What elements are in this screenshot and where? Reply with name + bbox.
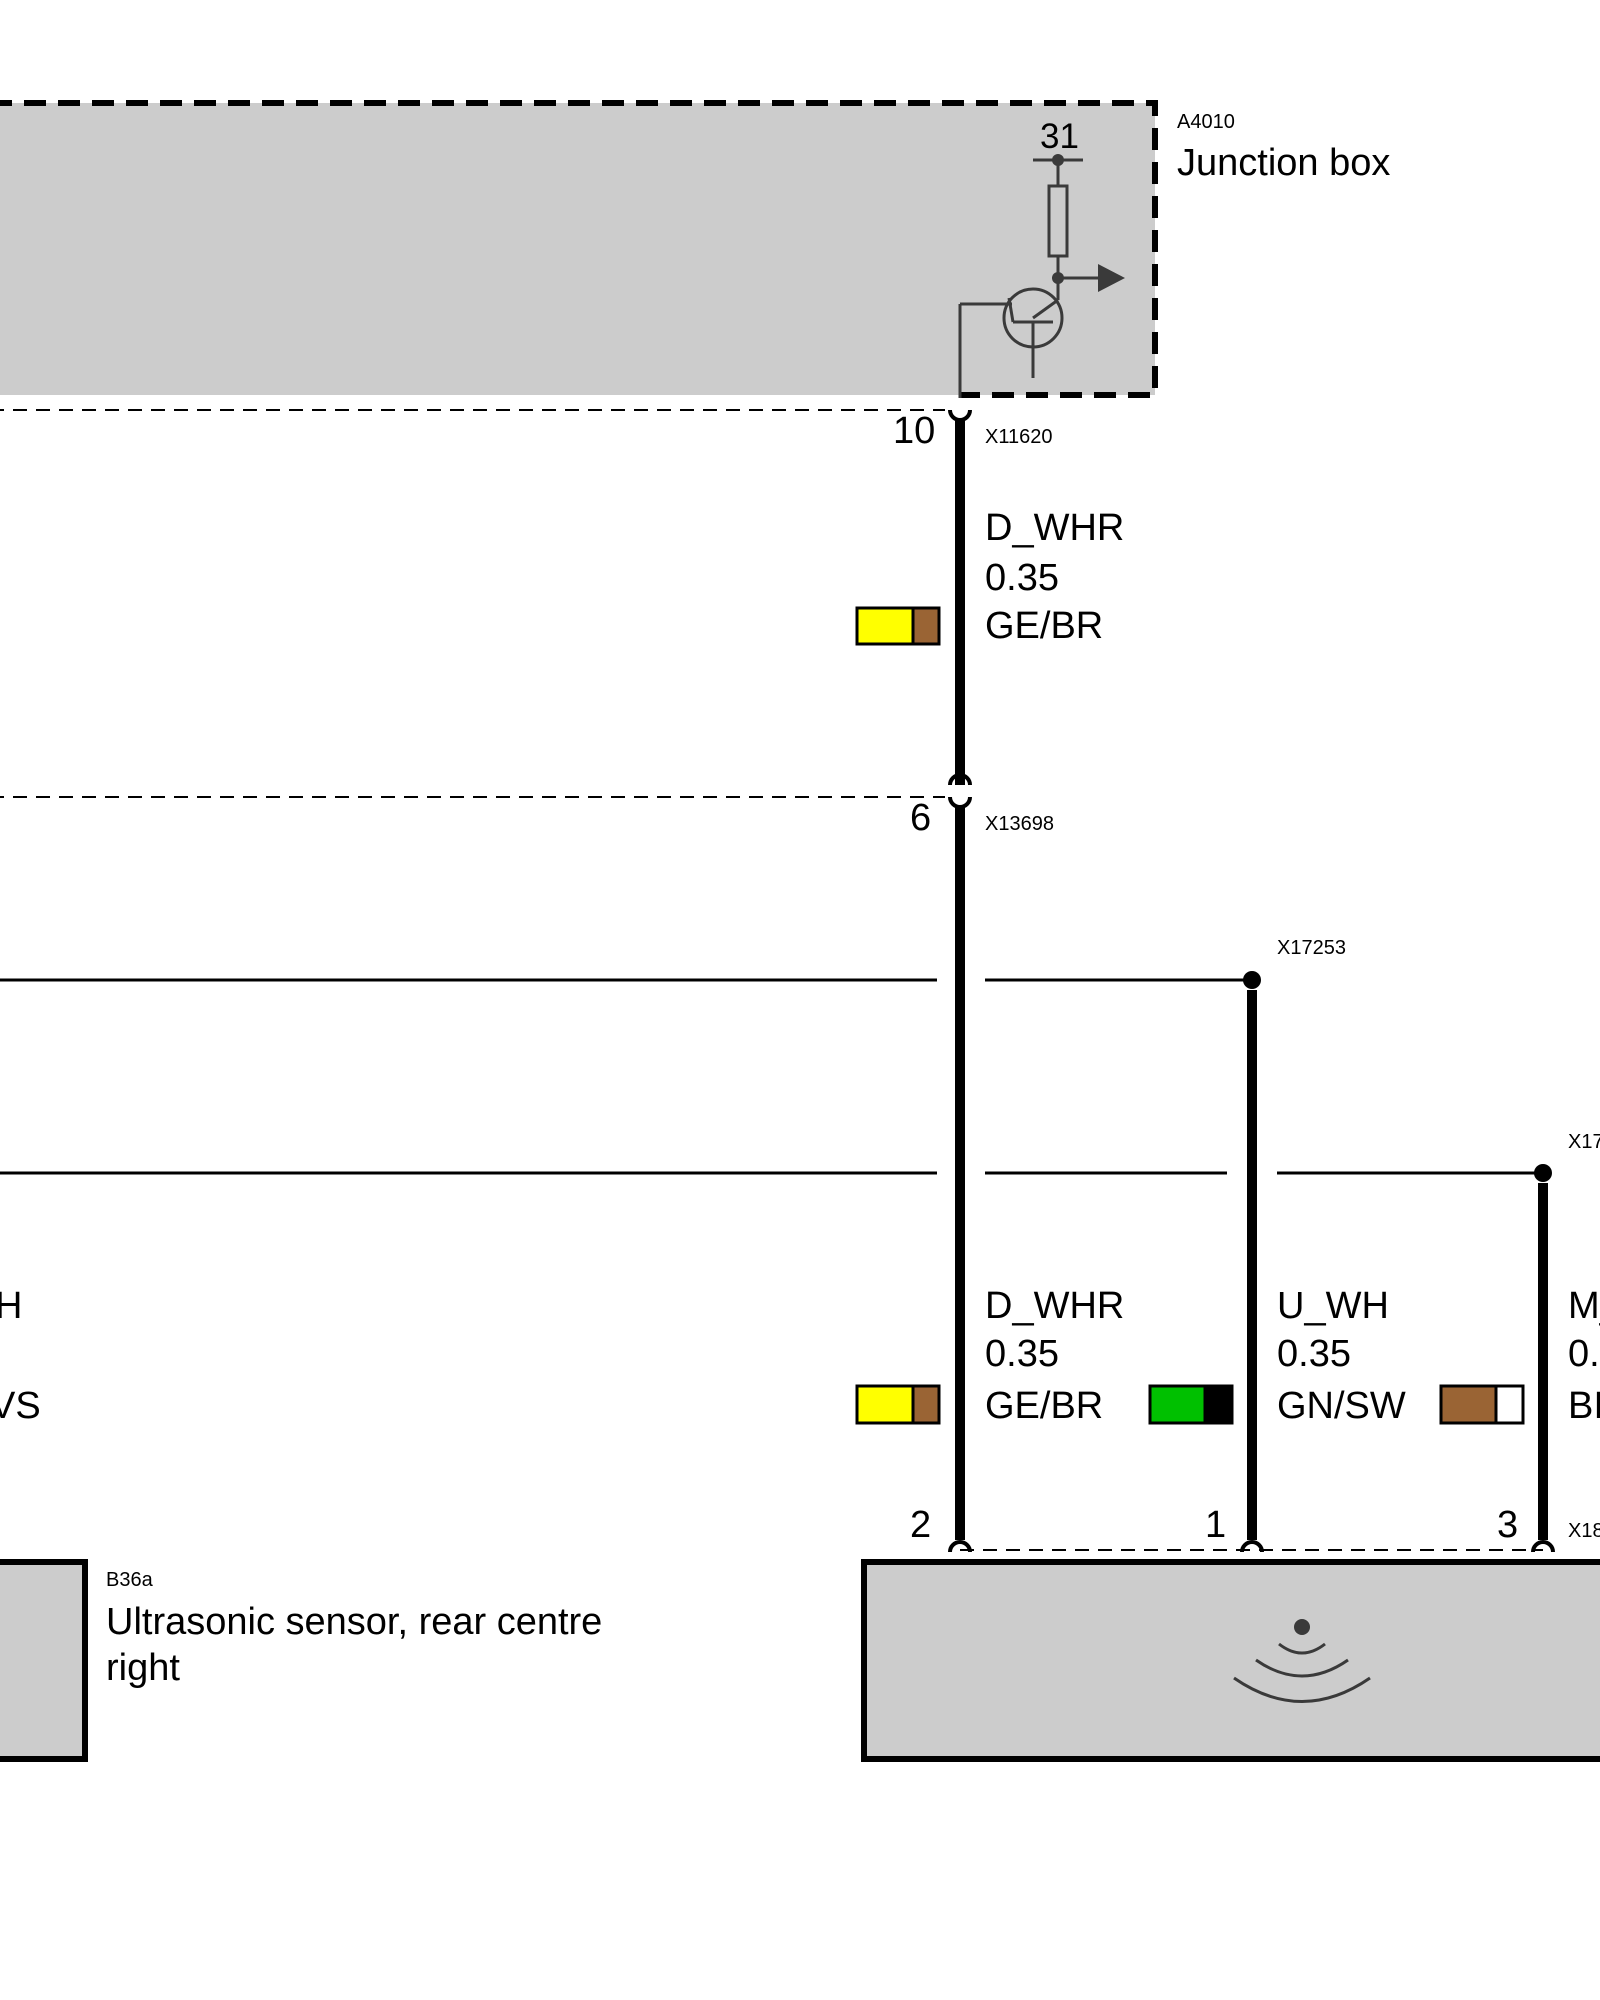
ground-node: [1052, 154, 1064, 166]
junction-node: [1052, 272, 1064, 284]
wire-lower-right-color-swatch: [1439, 1384, 1525, 1425]
pin-2-label: 2: [910, 1504, 931, 1546]
splice-x17253-id: X17253: [1277, 937, 1346, 959]
wire-lower-right-signal: M_: [1568, 1285, 1600, 1327]
wire-lower-left-color: GE/BR: [985, 1385, 1103, 1427]
wire-upper-color: GE/BR: [985, 605, 1103, 647]
wire-lower-mid-size: 0.35: [1277, 1333, 1351, 1375]
wire-upper-color-swatch: [855, 606, 941, 646]
connector-x13698-top: [948, 773, 972, 786]
connector-x18-pin-3: [1531, 1540, 1555, 1553]
pin-1-label: 1: [1205, 1504, 1226, 1546]
connector-x18-pin-2: [948, 1540, 972, 1553]
wire-lower-right-color: BI: [1568, 1385, 1600, 1427]
connector-x13698-id: X13698: [985, 813, 1054, 835]
sensor-id: B36a: [106, 1569, 154, 1591]
wire-lower-mid-color-swatch: [1148, 1384, 1234, 1425]
pin-10-label: 10: [893, 410, 935, 452]
ultrasonic-sensor-box: [861, 1559, 1600, 1762]
ultrasonic-wave-icon: [1233, 1619, 1371, 1703]
wire-lower-right-size: 0.: [1568, 1333, 1600, 1375]
wire-lower-left-signal: D_WHR: [985, 1285, 1124, 1327]
wire-left-partial-signal: H: [0, 1285, 22, 1327]
connector-x18-pin-1: [1240, 1540, 1264, 1553]
ground-label: 31: [1040, 117, 1079, 156]
sensor-name-line2: right: [106, 1647, 180, 1689]
splice-x17: [1534, 1164, 1552, 1182]
wire-left-partial-color: VS: [0, 1385, 41, 1427]
junction-box-border: [0, 100, 1158, 398]
splice-x17-id: X17: [1568, 1131, 1600, 1153]
junction-box-name: Junction box: [1177, 142, 1390, 184]
left-component-box: [0, 1559, 88, 1762]
wire-upper-size: 0.35: [985, 557, 1059, 599]
junction-box: [0, 103, 1155, 395]
connector-x11620-id: X11620: [985, 426, 1052, 448]
wire-lower-mid-signal: U_WH: [1277, 1285, 1389, 1327]
pin-3-label: 3: [1497, 1504, 1518, 1546]
wire-lower-mid-color: GN/SW: [1277, 1385, 1406, 1427]
splice-x17253: [1243, 971, 1261, 989]
sensor-name-line1: Ultrasonic sensor, rear centre: [106, 1601, 602, 1643]
junction-box-circuit: [958, 158, 1100, 398]
output-arrow-icon: [1098, 264, 1125, 292]
pin-6-label: 6: [910, 797, 931, 839]
wire-lower-left-size: 0.35: [985, 1333, 1059, 1375]
wire-lower-left-color-swatch: [855, 1384, 941, 1425]
wire-upper-signal: D_WHR: [985, 507, 1124, 549]
junction-box-id: A4010: [1177, 111, 1235, 133]
connector-x18-id: X18: [1568, 1520, 1600, 1542]
